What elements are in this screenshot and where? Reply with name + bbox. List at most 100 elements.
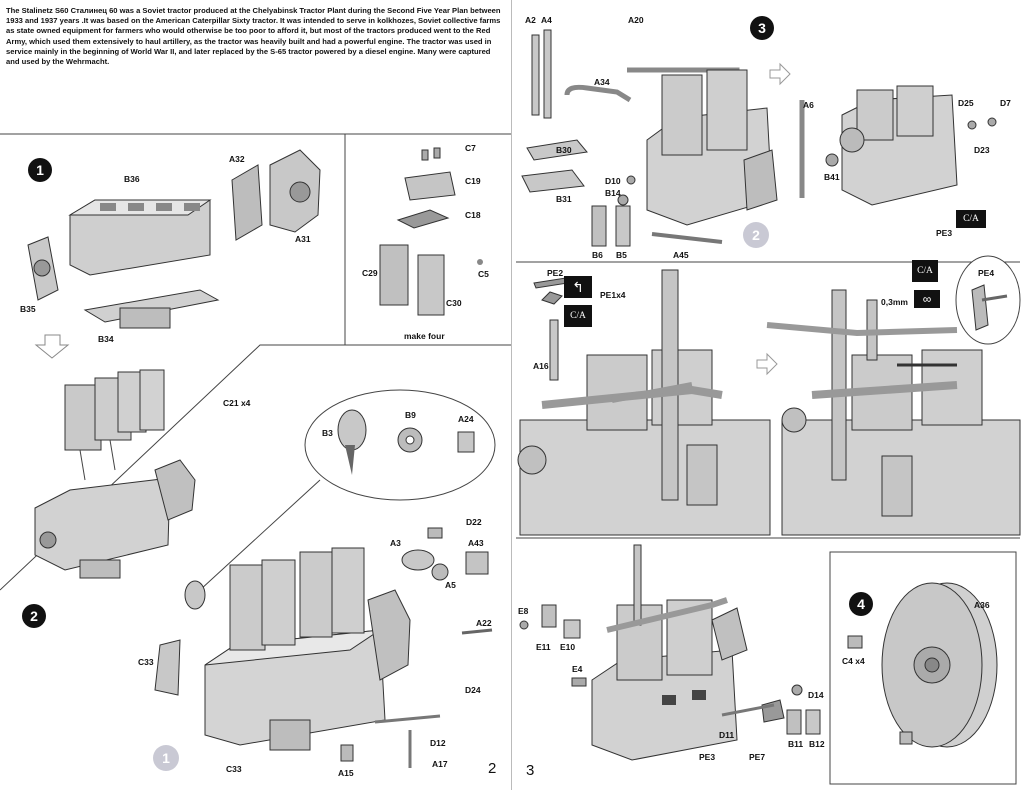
part-middle-engine-right: [766, 289, 1021, 536]
label-pe3-bottom: PE3: [699, 752, 716, 762]
label-c18: C18: [465, 210, 481, 220]
label-pe2: PE2: [547, 268, 564, 278]
part-step3-engine-top: [646, 69, 778, 226]
part-bottom-step3-engine: [591, 544, 748, 761]
step-3-badge: 3: [750, 16, 774, 40]
label-b34: B34: [98, 334, 114, 344]
label-c33-top: C33: [138, 657, 154, 667]
label-a17: A17: [432, 759, 448, 769]
label-a4: A4: [541, 15, 552, 25]
label-d10: D10: [605, 176, 621, 186]
label-a45: A45: [673, 250, 689, 260]
label-b35: B35: [20, 304, 36, 314]
label-e8: E8: [518, 606, 529, 616]
ca-badge-right: C/A: [912, 260, 938, 282]
label-c30: C30: [446, 298, 462, 308]
label-a32: A32: [229, 154, 245, 164]
label-b31: B31: [556, 194, 572, 204]
label-d23: D23: [974, 145, 990, 155]
part-b30-b31: [521, 139, 588, 193]
part-step1-block: [34, 459, 196, 579]
part-a2-a4-pipes: [531, 29, 740, 119]
part-step3-engine-right: [799, 85, 997, 206]
part-a34-manifold: [564, 84, 632, 103]
ref-step-1-badge: 1: [153, 745, 179, 771]
step-2-badge: 2: [22, 604, 46, 628]
label-d11: D11: [719, 730, 735, 740]
part-a36-flywheel: [881, 582, 998, 748]
label-b12: B12: [809, 739, 825, 749]
label-c21: C21 x4: [223, 398, 251, 408]
label-c19: C19: [465, 176, 481, 186]
label-b6: B6: [592, 250, 603, 260]
label-a34: A34: [594, 77, 610, 87]
label-a20: A20: [628, 15, 644, 25]
part-middle-engine-left: [517, 269, 771, 536]
label-b5: B5: [616, 250, 627, 260]
label-c7: C7: [465, 143, 476, 153]
ca-badge-middle: C/A: [564, 305, 592, 327]
part-a3-a43: [340, 527, 493, 762]
right-page: 3 4 2 A2 A4 A20 A34 B30 B31 D10 B14 B6 B…: [512, 0, 1024, 790]
infinity-icon: ∞: [914, 290, 940, 308]
label-d22: D22: [466, 517, 482, 527]
label-c33-bottom: C33: [226, 764, 242, 774]
step-4-badge: 4: [849, 592, 873, 616]
left-page: The Stalinetz S60 Сталинец 60 was a Sovi…: [0, 0, 512, 790]
label-a31: A31: [295, 234, 311, 244]
left-page-drawing: [0, 133, 511, 768]
label-pe3-top: PE3: [936, 228, 953, 238]
part-c-series: [379, 147, 483, 316]
intro-text: The Stalinetz S60 Сталинец 60 was a Sovi…: [6, 6, 501, 67]
label-a24: A24: [458, 414, 474, 424]
ca-badge-top: C/A: [956, 210, 986, 228]
label-c4: C4 x4: [842, 656, 865, 666]
make-four-caption: make four: [404, 331, 445, 341]
label-pe7: PE7: [749, 752, 766, 762]
part-e-series: [519, 604, 587, 687]
label-a22: A22: [476, 618, 492, 628]
label-d14: D14: [808, 690, 824, 700]
label-a15: A15: [338, 768, 354, 778]
label-d12: D12: [430, 738, 446, 748]
label-e10: E10: [560, 642, 576, 652]
part-b35: [27, 236, 59, 301]
label-b36: B36: [124, 174, 140, 184]
label-b11: B11: [788, 739, 804, 749]
label-d25: D25: [958, 98, 974, 108]
label-d7: D7: [1000, 98, 1011, 108]
label-b3: B3: [322, 428, 333, 438]
right-page-drawing: [516, 29, 1021, 785]
label-b9: B9: [405, 410, 416, 420]
part-b36-block: [68, 199, 212, 276]
label-a16: A16: [533, 361, 549, 371]
part-b5-b6-b14: [591, 175, 723, 247]
part-b3-b9-a24: [337, 409, 475, 475]
part-a31-a32-covers: [231, 149, 321, 241]
label-a2: A2: [525, 15, 536, 25]
part-c21-cylinders: [64, 369, 165, 481]
intro-frame: [4, 4, 506, 128]
step-1-badge: 1: [28, 158, 52, 182]
label-b41: B41: [824, 172, 840, 182]
label-b14: B14: [605, 188, 621, 198]
label-b30: B30: [556, 145, 572, 155]
label-e4: E4: [572, 664, 583, 674]
label-c29: C29: [362, 268, 378, 278]
page-number-right: 3: [526, 762, 535, 779]
label-a5: A5: [445, 580, 456, 590]
label-a3: A3: [390, 538, 401, 548]
label-d24: D24: [465, 685, 481, 695]
label-a36: A36: [974, 600, 990, 610]
thickness-caption: 0,3mm: [881, 297, 908, 307]
part-step2-engine: [154, 547, 441, 768]
label-c5: C5: [478, 269, 489, 279]
label-pe4: PE4: [978, 268, 995, 278]
label-e11: E11: [536, 642, 551, 652]
label-a43: A43: [468, 538, 484, 548]
ref-step-2-badge: 2: [743, 222, 769, 248]
label-pe1: PE1x4: [600, 290, 626, 300]
part-c4-bolts: [847, 635, 913, 745]
page-number-left: 2: [488, 760, 497, 777]
part-b11-b12-d14: [721, 684, 821, 735]
